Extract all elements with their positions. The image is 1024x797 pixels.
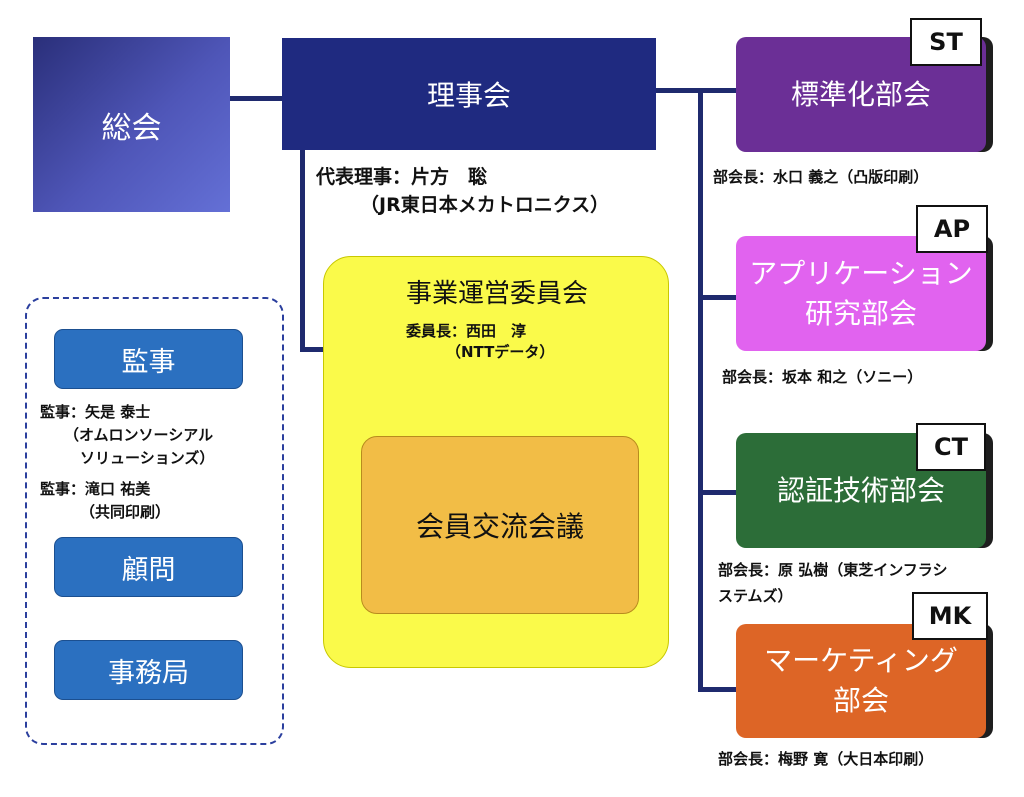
committee-chair-name: 委員長：西田 淳 [406, 322, 527, 340]
auditor-label: 監事 [121, 346, 176, 378]
board-rep-company: （JR東日本メカトロニクス） [360, 194, 610, 216]
division-st-box: 標準化部会 [736, 37, 986, 152]
division-st-tag: ST [910, 18, 982, 66]
connector-to-ct [698, 490, 738, 495]
division-ap-tag: AP [916, 205, 988, 253]
secretariat-label: 事務局 [108, 657, 189, 689]
division-ap-box: アプリケーション 研究部会 [736, 236, 986, 351]
division-ct-chair-2: ステムズ） [718, 587, 793, 605]
member-council-box: 会員交流会議 [361, 436, 639, 614]
committee-title: 事業運営委員会 [405, 279, 588, 309]
auditor2-company: （共同印刷） [80, 503, 171, 521]
connector-to-mk [698, 687, 738, 692]
auditor-list: 監事：矢是 泰士 （オムロンソーシアル ソリューションズ） 監事：滝口 祐美 （… [40, 401, 214, 524]
division-ap-chair: 部会長：坂本 和之（ソニー） [722, 368, 923, 386]
board-label: 理事会 [426, 79, 511, 112]
division-ct-name-1: 認証技術部会 [776, 473, 945, 507]
committee-chair-company: （NTTデータ） [446, 343, 555, 361]
auditor1-company-2: ソリューションズ） [80, 449, 215, 467]
connector-to-ap [698, 295, 738, 300]
auditor-box: 監事 [54, 329, 243, 389]
auditor2-name: 監事：滝口 祐美 [40, 480, 151, 498]
connector-board-committee-vertical [300, 150, 305, 352]
connector-division-trunk [698, 88, 703, 692]
auxiliary-panel [25, 297, 284, 745]
general-meeting-box: 総会 [33, 37, 230, 212]
division-mk-name-2: 部会 [832, 684, 889, 717]
member-council-label: 会員交流会議 [415, 510, 584, 543]
division-mk-chair: 部会長：梅野 寛（大日本印刷） [718, 750, 934, 768]
advisor-label: 顧問 [121, 554, 176, 586]
division-ct-tag: CT [916, 423, 986, 471]
division-mk-name-1: マーケティング [764, 644, 958, 677]
auditor1-company-1: （オムロンソーシアル [64, 426, 214, 444]
division-mk-box: マーケティング 部会 [736, 624, 986, 738]
connector-board-divisions [656, 88, 738, 93]
division-ct-chair-1: 部会長：原 弘樹（東芝インフラシ [718, 561, 948, 579]
division-mk-tag: MK [912, 592, 988, 640]
general-meeting-label: 総会 [101, 110, 162, 146]
board-box: 理事会 [282, 38, 656, 150]
auditor1-name: 監事：矢是 泰士 [40, 403, 151, 421]
connector-general-board [230, 96, 284, 101]
secretariat-box: 事務局 [54, 640, 243, 700]
division-ap-name-1: アプリケーション [749, 256, 973, 290]
advisor-box: 顧問 [54, 537, 243, 597]
board-rep-name: 代表理事：片方 聡 [316, 166, 488, 188]
division-ct-chair: 部会長：原 弘樹（東芝インフラシ ステムズ） [718, 557, 947, 609]
board-representative: 代表理事：片方 聡 （JR東日本メカトロニクス） [316, 163, 609, 219]
committee-chair: 委員長：西田 淳 （NTTデータ） [406, 321, 554, 363]
division-ap-name-2: 研究部会 [804, 296, 917, 330]
connector-board-committee-horizontal [300, 347, 324, 352]
division-st-chair: 部会長：水口 義之（凸版印刷） [713, 168, 929, 186]
division-st-name-1: 標準化部会 [790, 77, 931, 111]
